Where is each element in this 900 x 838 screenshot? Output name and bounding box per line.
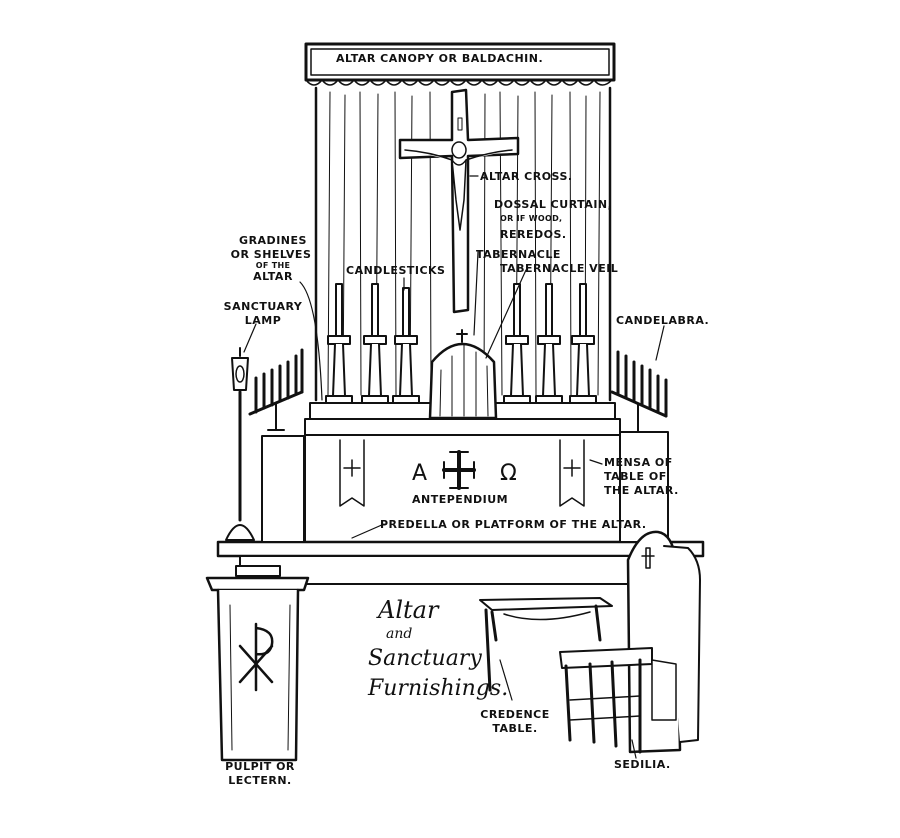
predella [216, 540, 705, 585]
label-alpha: A [412, 461, 428, 486]
leader-lines [243, 175, 665, 759]
label-canopy: ALTAR CANOPY OR BALDACHIN. [336, 52, 544, 65]
label-pulpit-2: LECTERN. [228, 774, 292, 787]
title-line3: Sanctuary [368, 646, 482, 671]
label-omega: Ω [500, 461, 518, 486]
label-gradines-4: ALTAR [253, 270, 293, 283]
label-credence-1: CREDENCE [480, 708, 550, 721]
title-line4: Furnishings. [368, 676, 509, 701]
label-mensa-2: TABLE OF [604, 470, 667, 483]
candlesticks-right [503, 283, 597, 404]
title-line2: and [386, 626, 413, 642]
candelabra-left [248, 348, 304, 431]
label-dossal-2: OR IF WOOD, [500, 214, 563, 223]
sedilia [559, 530, 701, 754]
label-candelabra: CANDELABRA. [616, 314, 710, 327]
tabernacle [428, 329, 498, 420]
label-altar-cross: ALTAR CROSS. [480, 170, 573, 183]
label-pulpit-1: PULPIT OR [225, 760, 295, 773]
label-gradines-2: OR SHELVES [230, 248, 312, 261]
canopy [304, 42, 616, 86]
title-line1: Altar [378, 596, 439, 624]
label-dossal-3: REREDOS. [500, 228, 567, 241]
pulpit [205, 565, 310, 762]
label-gradines-3: OF THE [255, 261, 291, 270]
label-sanctuary-lamp-2: LAMP [244, 314, 282, 327]
label-tabernacle-veil: TABERNACLE VEIL [500, 262, 619, 275]
candlesticks-left [325, 283, 420, 404]
label-mensa-3: THE ALTAR. [604, 484, 679, 497]
label-predella: PREDELLA OR PLATFORM OF THE ALTAR. [380, 518, 647, 531]
label-tabernacle: TABERNACLE [476, 248, 561, 261]
label-mensa-1: MENSA OF [604, 456, 673, 469]
label-sanctuary-lamp-1: SANCTUARY [223, 300, 303, 313]
label-candlesticks: CANDLESTICKS [346, 264, 446, 277]
label-credence-2: TABLE. [492, 722, 538, 735]
candelabra-right [610, 350, 669, 543]
label-dossal-1: DOSSAL CURTAIN, [494, 198, 613, 211]
label-gradines-1: GRADINES [239, 234, 307, 247]
side-pedestal-left [261, 435, 305, 543]
credence-table [479, 597, 613, 692]
label-antependium: ANTEPENDIUM [412, 493, 509, 506]
sanctuary-lamp [225, 347, 255, 541]
label-sedilia: SEDILIA. [614, 758, 671, 771]
altar-cross-shape [398, 88, 520, 314]
